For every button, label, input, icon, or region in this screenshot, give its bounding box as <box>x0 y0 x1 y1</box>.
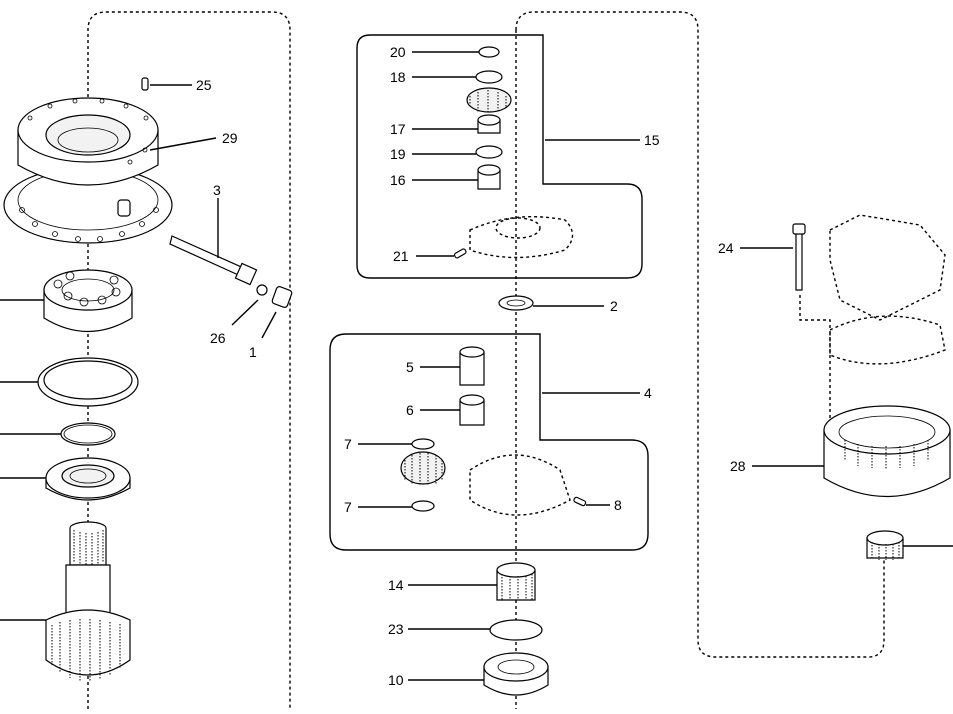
callout-6: 6 <box>406 402 414 418</box>
callout-29: 29 <box>222 130 238 146</box>
callout-labels: 25 29 3 26 1 20 18 17 19 16 21 15 2 5 6 … <box>196 44 746 688</box>
callout-26: 26 <box>210 330 226 346</box>
leader-lines <box>0 51 953 681</box>
callout-5: 5 <box>406 359 414 375</box>
callout-8: 8 <box>614 497 622 513</box>
callout-23: 23 <box>388 621 404 637</box>
motor-assembly <box>792 214 946 365</box>
callout-1: 1 <box>249 344 257 360</box>
roller-bearing-left <box>43 269 133 333</box>
planet-carrier-assembly-4 <box>329 333 649 551</box>
large-retaining-ring <box>37 357 139 407</box>
callout-14: 14 <box>388 577 404 593</box>
callout-7-upper: 7 <box>344 436 352 452</box>
callout-4: 4 <box>644 385 652 401</box>
callout-19: 19 <box>390 146 406 162</box>
callout-3: 3 <box>213 182 221 198</box>
callout-10: 10 <box>388 672 404 688</box>
bolt-3 <box>141 77 293 308</box>
callout-20: 20 <box>390 44 406 60</box>
callout-18: 18 <box>390 69 406 85</box>
planet-carrier-assembly-15 <box>356 34 643 279</box>
housing-assembly <box>3 97 173 244</box>
oil-seal-left <box>45 457 131 501</box>
callout-28: 28 <box>730 458 746 474</box>
callout-2: 2 <box>610 298 618 314</box>
sun-gear-14 <box>496 562 536 601</box>
gear-bottom-right <box>866 530 904 560</box>
bearing-10 <box>483 652 549 696</box>
callout-24: 24 <box>718 240 734 256</box>
callout-17: 17 <box>390 121 406 137</box>
callout-16: 16 <box>390 172 406 188</box>
pinion-shaft <box>45 521 131 681</box>
o-ring-left <box>60 422 116 446</box>
thrust-washer-2 <box>498 295 534 311</box>
snap-ring-23 <box>489 619 543 641</box>
callout-21: 21 <box>393 248 409 264</box>
callout-15: 15 <box>644 132 660 148</box>
callout-25: 25 <box>196 77 212 93</box>
ring-gear-28 <box>823 405 951 498</box>
callout-7-lower: 7 <box>344 499 352 515</box>
